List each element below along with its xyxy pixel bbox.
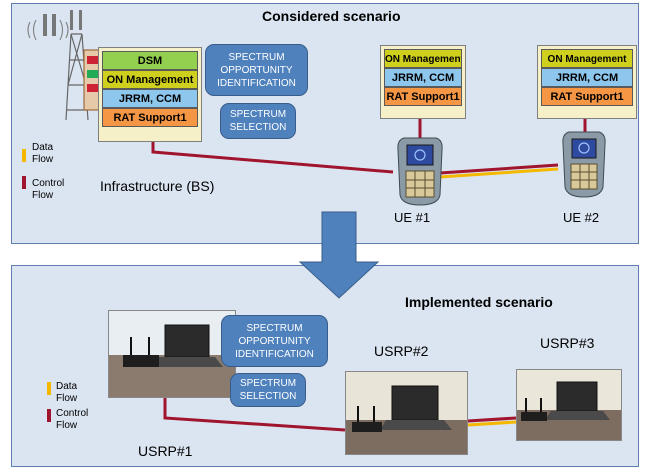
legend-control-flow-swatch-bottom (47, 409, 51, 422)
usrp1-photo (108, 310, 236, 398)
considered-scenario-title: Considered scenario (262, 8, 401, 24)
spectrum-opportunity-box-top: SPECTRUM OPPORTUNITY IDENTIFICATION (205, 44, 308, 96)
spectrum-selection-box-bottom: SPECTRUM SELECTION (230, 373, 306, 407)
usrp3-photo (516, 369, 622, 441)
ue2-layer-jrrm-ccm: JRRM, CCM (541, 68, 633, 87)
legend-data-flow-label-top: Data Flow (32, 142, 54, 165)
bs-layer-jrrm-ccm: JRRM, CCM (102, 89, 198, 108)
usrp2-label: USRP#2 (374, 343, 429, 359)
usrp2-photo (345, 371, 468, 455)
control-flow-line-ue1-ue2 (439, 163, 559, 175)
ue2-protocol-stack: ON Management JRRM, CCM RAT Support1 (537, 45, 637, 119)
control-flow-line-usrp2-usrp3 (467, 416, 517, 423)
mobile-phone-icon-ue2 (562, 131, 606, 198)
data-flow-line-ue1-ue2 (439, 167, 559, 179)
data-flow-line-usrp2-usrp3 (467, 420, 517, 427)
legend-data-flow-label-bottom: Data Flow (56, 381, 78, 404)
ue2-layer-rat-support: RAT Support1 (541, 87, 633, 106)
usrp3-label: USRP#3 (540, 335, 595, 351)
ue2-label: UE #2 (563, 210, 600, 225)
legend-control-flow-swatch-top (22, 176, 26, 189)
antenna-tower-icon (27, 10, 103, 121)
mobile-phone-icon-ue1 (397, 137, 443, 206)
legend-control-flow-label-top: Control Flow (32, 178, 65, 201)
infrastructure-bs-label: Infrastructure (BS) (100, 178, 215, 194)
ue1-layer-on-management: ON Management (384, 49, 462, 68)
down-arrow-icon (298, 211, 380, 299)
ue1-protocol-stack: ON Management JRRM, CCM RAT Support1 (380, 45, 466, 119)
ue1-label: UE #1 (394, 210, 431, 225)
spectrum-opportunity-box-bottom: SPECTRUM OPPORTUNITY IDENTIFICATION (221, 315, 328, 367)
bs-layer-on-management: ON Management (102, 70, 198, 89)
implemented-scenario-title: Implemented scenario (405, 294, 553, 310)
spectrum-selection-box-top: SPECTRUM SELECTION (220, 103, 296, 139)
bs-protocol-stack: DSM ON Management JRRM, CCM RAT Support1 (98, 47, 202, 142)
control-flow-line-bs-ue1 (151, 140, 394, 174)
ue1-layer-jrrm-ccm: JRRM, CCM (384, 68, 462, 87)
ue2-layer-on-management: ON Management (541, 49, 633, 68)
legend-data-flow-swatch-top (22, 149, 26, 162)
bs-layer-rat-support: RAT Support1 (102, 108, 198, 127)
legend-control-flow-label-bottom: Control Flow (56, 408, 89, 431)
ue1-layer-rat-support: RAT Support1 (384, 87, 462, 106)
control-flow-line-usrp1-usrp2 (163, 395, 346, 432)
usrp1-label: USRP#1 (138, 443, 193, 459)
bs-layer-dsm: DSM (102, 51, 198, 70)
legend-data-flow-swatch-bottom (47, 382, 51, 395)
